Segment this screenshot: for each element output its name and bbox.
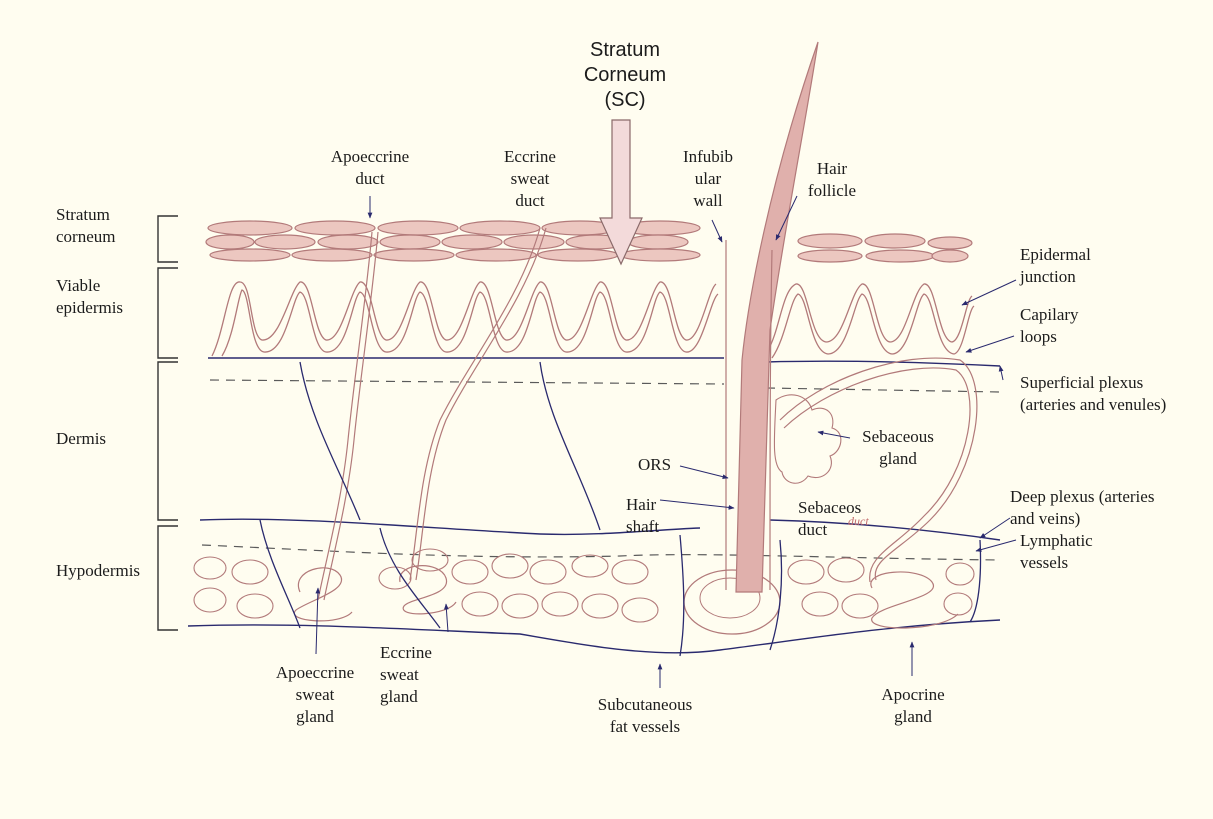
epidermal-junction-line <box>208 358 1000 366</box>
ors-label: ORS <box>638 454 671 476</box>
apoeccrine-sweat-gland-label: Apoeccrine sweat gland <box>250 662 380 728</box>
infubibular-wall-label: Infubib ular wall <box>668 146 748 212</box>
eccrine-sweat-gland-label: Eccrine sweat gland <box>380 642 432 708</box>
duct-scribble-label: duct <box>848 510 869 532</box>
stratum-corneum-top-label: Stratum Corneum (SC) <box>570 38 680 113</box>
capilary-loops-label: Capilary loops <box>1020 304 1079 348</box>
blood-vessels <box>260 362 981 656</box>
viable-epidermis-label: Viable epidermis <box>56 275 123 319</box>
hair-follicle-label: Hair follicle <box>792 158 872 202</box>
apoeccrine-duct-label: Apoeccrine duct <box>310 146 430 190</box>
fat-cells <box>194 549 974 622</box>
eccrine-sweat-duct-label: Eccrine sweat duct <box>488 146 572 212</box>
hair-bulb <box>684 570 780 634</box>
bracket-viable-epidermis <box>158 268 178 358</box>
superficial-plexus-label: Superficial plexus (arteries and venules… <box>1020 372 1166 416</box>
layer-brackets <box>158 216 178 630</box>
sebaceous-gland-label: Sebaceous gland <box>848 426 948 470</box>
lymphatic-vessels-label: Lymphatic vessels <box>1020 530 1093 574</box>
epidermis-ridges <box>212 282 974 358</box>
sweat-ducts <box>318 228 977 600</box>
dermis-label: Dermis <box>56 428 106 450</box>
bracket-hypodermis <box>158 526 178 630</box>
deep-plexus-label: Deep plexus (arteries and veins) <box>1010 486 1154 530</box>
subcutaneous-fat-vessels-label: Subcutaneous fat vessels <box>580 694 710 738</box>
stratum-corneum-cells-right <box>798 234 972 262</box>
sebaceous-gland-drawing <box>774 395 841 483</box>
epidermal-junction-label: Epidermal junction <box>1020 244 1091 288</box>
superficial-plexus-dashed <box>210 380 1000 392</box>
stratum-corneum-side-label: Stratum corneum <box>56 204 115 248</box>
hair-shaft-label: Hair shaft <box>626 494 659 538</box>
sweat-gland-coils <box>294 566 958 628</box>
bracket-stratum-corneum <box>158 216 178 262</box>
apocrine-gland-label: Apocrine gland <box>868 684 958 728</box>
bracket-dermis <box>158 362 178 520</box>
hypodermis-label: Hypodermis <box>56 560 140 582</box>
